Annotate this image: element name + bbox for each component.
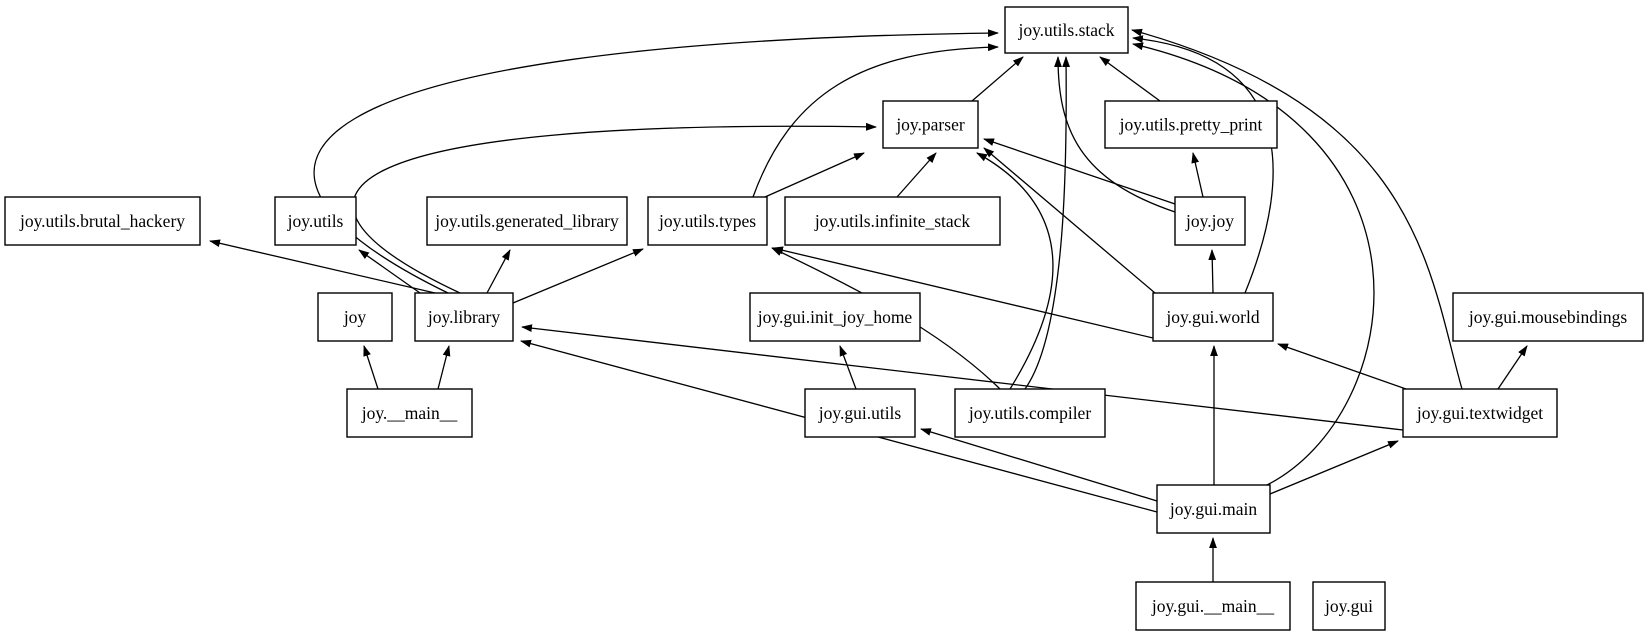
- node-joy-gui-main-module: joy.gui.__main__: [1135, 581, 1291, 631]
- node-box-joy-gui-init-joy-home: [749, 292, 921, 342]
- edge-joy-joy-to-joy-parser: [983, 138, 1176, 205]
- node-box-joy-gui-main-module: [1135, 581, 1291, 631]
- edge-joy-main-to-joy-library: [437, 345, 451, 390]
- edge-joy-utils-infinite-stack-to-joy-parser: [896, 152, 937, 198]
- node-joy-library: joy.library: [414, 292, 514, 342]
- edge-joy-joy-to-joy-utils-stack: [1054, 56, 1176, 213]
- node-label-joy-gui-textwidget: joy.gui.textwidget: [1416, 403, 1543, 423]
- node-box-joy-utils-infinite-stack: [784, 196, 1001, 246]
- node-joy-utils: joy.utils: [274, 196, 357, 246]
- node-joy-gui-mousebindings: joy.gui.mousebindings: [1452, 292, 1644, 342]
- node-box-joy-gui-world: [1152, 292, 1274, 342]
- node-joy-utils-brutal-hackery: joy.utils.brutal_hackery: [4, 196, 201, 246]
- node-box-joy: [317, 292, 393, 342]
- node-box-joy-utils: [274, 196, 357, 246]
- node-box-joy-library: [414, 292, 514, 342]
- node-label-joy-utils-stack: joy.utils.stack: [1017, 20, 1114, 40]
- edge-joy-gui-utils-to-joy-gui-init-joy-home: [839, 345, 857, 390]
- node-box-joy-gui-textwidget: [1402, 388, 1558, 438]
- node-joy-gui-init-joy-home: joy.gui.init_joy_home: [749, 292, 921, 342]
- node-joy-gui-main: joy.gui.main: [1156, 484, 1271, 534]
- node-box-joy-utils-types: [647, 196, 768, 246]
- node-label-joy-joy: joy.joy: [1185, 211, 1234, 231]
- node-joy-gui: joy.gui: [1312, 581, 1386, 631]
- node-joy-joy: joy.joy: [1174, 196, 1246, 246]
- node-box-joy-utils-stack: [1004, 6, 1129, 54]
- edge-joy-gui-main-to-joy-gui-textwidget: [1269, 440, 1399, 495]
- edge-joy-gui-world-to-joy-parser: [983, 147, 1156, 294]
- edge-joy-library-to-joy-utils-generated-library: [486, 249, 511, 294]
- node-joy-gui-utils: joy.gui.utils: [804, 388, 916, 438]
- node-joy-utils-compiler: joy.utils.compiler: [954, 388, 1106, 438]
- edge-joy-parser-to-joy-utils-stack: [971, 56, 1024, 102]
- node-label-joy-parser: joy.parser: [895, 115, 965, 135]
- edge-joy-library-to-joy-utils-stack: [313, 29, 999, 294]
- node-box-joy-utils-brutal-hackery: [4, 196, 201, 246]
- edge-joy-gui-world-to-joy-joy: [1208, 249, 1217, 294]
- node-joy-main-module: joy.__main__: [346, 388, 473, 438]
- edge-joy-gui-world-to-joy-utils-types: [772, 246, 1154, 339]
- node-label-joy-main-module: joy.__main__: [361, 403, 458, 423]
- node-box-joy-main-module: [346, 388, 473, 438]
- node-joy-gui-world: joy.gui.world: [1152, 292, 1274, 342]
- node-label-joy-utils-generated-library: joy.utils.generated_library: [434, 211, 619, 231]
- edge-joy-library-to-joy-utils: [358, 249, 421, 294]
- edge-joy-utils-types-to-joy-utils-stack: [752, 43, 999, 198]
- node-box-joy-parser: [882, 100, 979, 149]
- edge-joy-gui-textwidget-to-joy-gui-world: [1277, 343, 1407, 390]
- node-box-joy-gui-main: [1156, 484, 1271, 534]
- node-label-joy-library: joy.library: [427, 307, 500, 327]
- node-box-joy-gui: [1312, 581, 1386, 631]
- edge-joy-utils-compiler-to-joy-utils-stack: [1024, 56, 1071, 390]
- node-joy-utils-infinite-stack: joy.utils.infinite_stack: [784, 196, 1001, 246]
- edge-joy-library-to-joy-parser: [352, 122, 877, 294]
- edge-joy-joy-to-joy-utils-pretty-print: [1191, 152, 1204, 198]
- node-joy: joy: [317, 292, 393, 342]
- node-label-joy-gui-mousebindings: joy.gui.mousebindings: [1468, 307, 1628, 327]
- edge-joy-gui-textwidget-to-joy-utils-stack: [1131, 28, 1463, 390]
- node-label-joy-utils-types: joy.utils.types: [658, 211, 756, 231]
- node-box-joy-gui-mousebindings: [1452, 292, 1644, 342]
- node-label-joy-utils-pretty-print: joy.utils.pretty_print: [1119, 115, 1263, 135]
- edge-joy-library-to-joy-utils-types: [512, 248, 644, 304]
- node-box-joy-joy: [1174, 196, 1246, 246]
- node-label-joy-gui-main-module: joy.gui.__main__: [1151, 596, 1275, 616]
- node-label-joy-gui-main: joy.gui.main: [1169, 499, 1258, 519]
- edge-joy-utils-pretty-print-to-joy-utils-stack: [1099, 56, 1161, 102]
- node-label-joy-utils-infinite-stack: joy.utils.infinite_stack: [814, 211, 971, 231]
- edge-joy-utils-types-to-joy-parser: [764, 152, 865, 198]
- node-box-joy-utils-pretty-print: [1104, 100, 1278, 149]
- node-joy-gui-textwidget: joy.gui.textwidget: [1402, 388, 1558, 438]
- edge-joy-gui-textwidget-to-joy-library: [521, 324, 1404, 431]
- node-label-joy-utils: joy.utils: [287, 211, 344, 231]
- node-label-joy-gui-init-joy-home: joy.gui.init_joy_home: [757, 307, 913, 327]
- node-box-joy-gui-utils: [804, 388, 916, 438]
- node-label-joy-gui: joy.gui: [1324, 596, 1373, 616]
- node-box-joy-utils-compiler: [954, 388, 1106, 438]
- edge-joy-main-to-joy: [363, 345, 379, 390]
- node-label-joy-utils-compiler: joy.utils.compiler: [968, 403, 1091, 423]
- node-box-joy-utils-generated-library: [426, 196, 628, 246]
- edge-joy-utils-compiler-to-joy-parser: [976, 152, 1054, 390]
- node-joy-utils-pretty-print: joy.utils.pretty_print: [1104, 100, 1278, 149]
- edge-joy-gui-main-to-joy-utils-stack: [1132, 42, 1375, 486]
- node-label-joy-gui-utils: joy.gui.utils: [818, 403, 902, 423]
- edge-joy-gui-world-to-joy-utils-stack: [1132, 35, 1274, 294]
- node-label-joy-gui-world: joy.gui.world: [1165, 307, 1259, 327]
- node-joy-utils-stack: joy.utils.stack: [1004, 6, 1129, 54]
- node-joy-utils-types: joy.utils.types: [647, 196, 768, 246]
- node-joy-utils-generated-library: joy.utils.generated_library: [426, 196, 628, 246]
- edge-joy-gui-main-to-joy-gui-utils: [920, 428, 1158, 502]
- node-joy-parser: joy.parser: [882, 100, 979, 149]
- edge-joy-library-to-joy-utils-brutal-hackery: [209, 239, 436, 294]
- edge-joy-gui-textwidget-to-joy-gui-mousebindings: [1497, 345, 1528, 390]
- node-label-joy-utils-brutal-hackery: joy.utils.brutal_hackery: [19, 211, 185, 231]
- node-label-joy: joy: [343, 307, 367, 327]
